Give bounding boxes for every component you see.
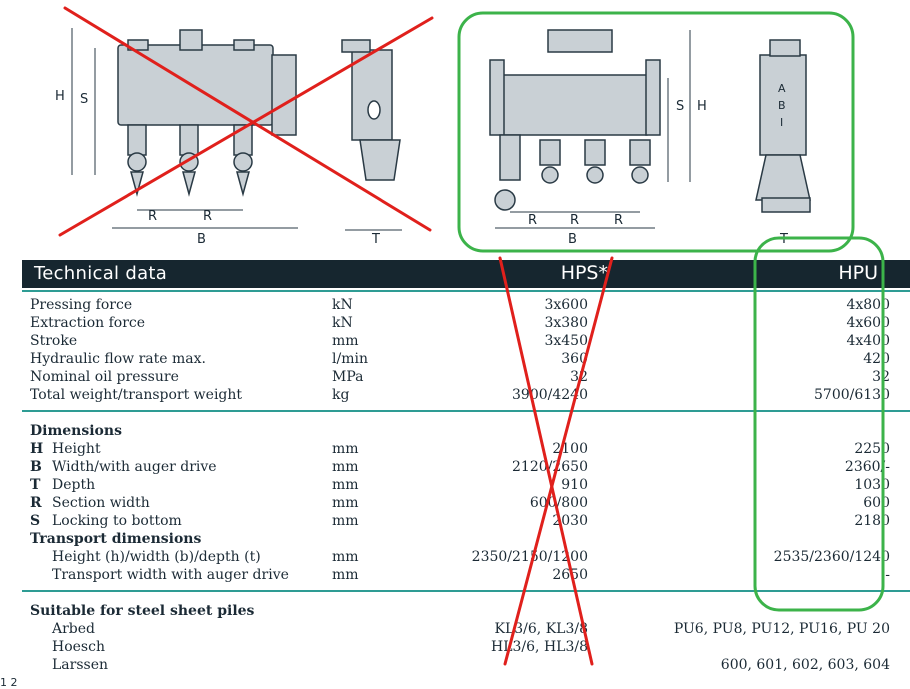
table-rule [22, 290, 910, 292]
drawing-label-r: R [203, 209, 212, 224]
drawing-label-h: H [697, 99, 707, 114]
table-rule [22, 590, 910, 592]
drawing-label-r: R [528, 213, 537, 228]
technical-drawings: H S R R B T S H R R R B T A B I [55, 28, 811, 247]
drawing-label-s: S [80, 92, 88, 107]
table-title: Technical data [34, 263, 168, 284]
drawing-label-r: R [148, 209, 157, 224]
table-rule [22, 410, 910, 412]
drawing-label-t: T [779, 232, 788, 247]
section-heading-dimensions: Dimensions [30, 423, 122, 439]
section-heading-piles: Suitable for steel sheet piles [30, 603, 255, 619]
brand-badge-letter: A [778, 82, 786, 95]
drawing-label-s: S [676, 99, 684, 114]
drawing-label-h: H [55, 89, 65, 104]
left-machine-drawing [117, 29, 401, 197]
drawing-label-b: B [568, 232, 577, 247]
brand-badge-letter: I [780, 116, 783, 129]
brand-badge-letter: B [778, 99, 786, 112]
drawing-label-b: B [197, 232, 206, 247]
drawing-label-r: R [570, 213, 579, 228]
column-header-hps: HPS* [560, 262, 608, 284]
right-machine-drawing [489, 29, 811, 213]
drawing-label-t: T [371, 232, 380, 247]
column-header-hpu: HPU [838, 262, 878, 284]
section-heading-transport: Transport dimensions [30, 531, 202, 547]
drawing-label-r: R [614, 213, 623, 228]
page-footnote: 1 2 [0, 676, 18, 689]
table-header: Technical data HPS* HPU [22, 260, 910, 288]
